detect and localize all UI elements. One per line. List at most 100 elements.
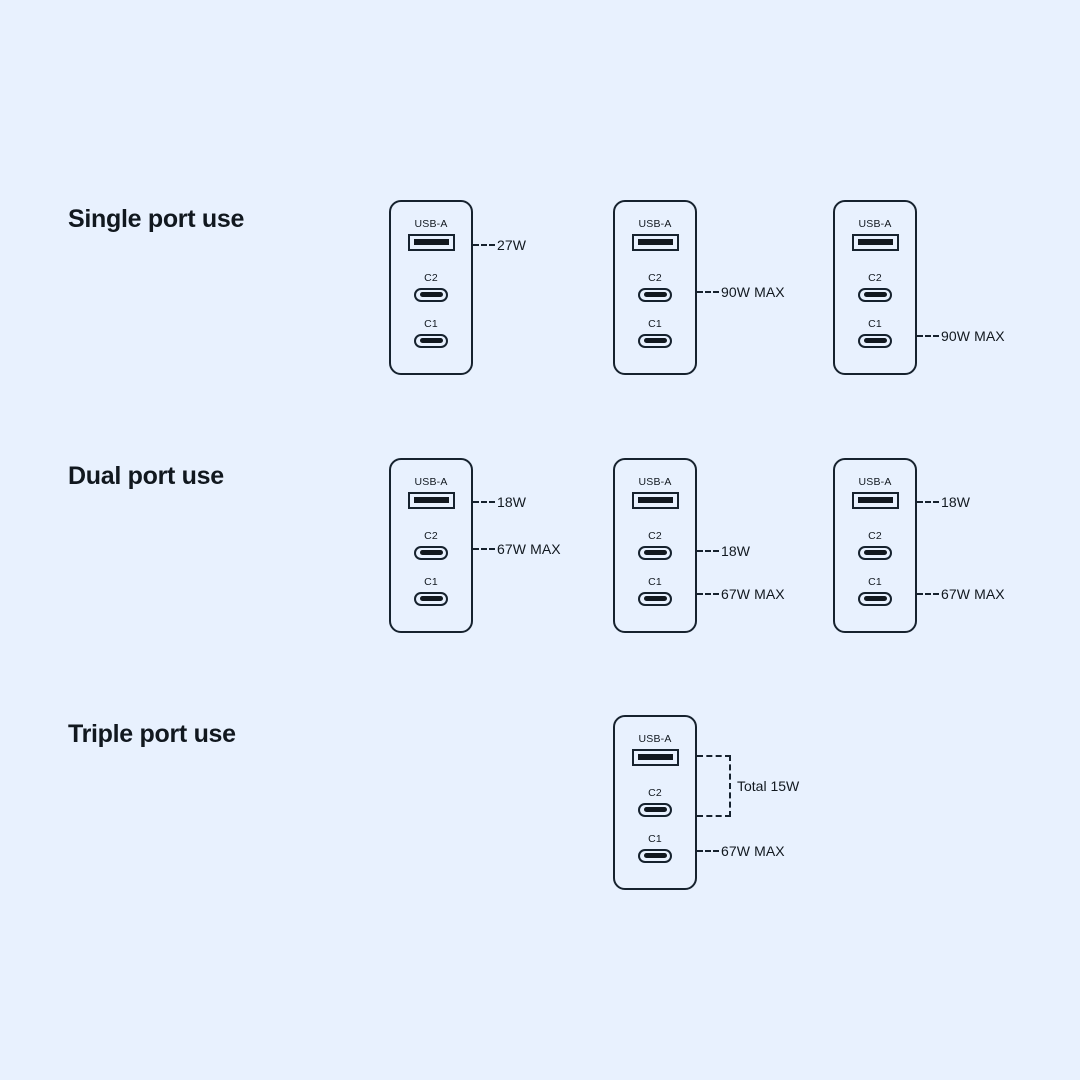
- port-usba: USB-A: [615, 219, 695, 251]
- port-c1-label: C1: [648, 318, 662, 330]
- port-usba: USB-A: [391, 477, 471, 509]
- section-title-single-port: Single port use: [68, 205, 245, 233]
- usb-c-port-icon: [638, 333, 672, 348]
- charger-triple: USB-A C2 C1: [613, 715, 697, 890]
- connector-single-c1: 90W MAX: [917, 328, 1005, 344]
- wattage-label: 18W: [497, 494, 527, 510]
- usb-c-port-icon: [414, 545, 448, 560]
- usb-c-port-icon: [638, 848, 672, 863]
- connector-dual2-c1: 67W MAX: [697, 586, 785, 602]
- port-c2-label: C2: [648, 787, 662, 799]
- port-c1: C1: [835, 319, 915, 348]
- connector-dual2-c2: 18W: [697, 543, 750, 559]
- dashed-line: [697, 593, 719, 595]
- wattage-label: 67W MAX: [497, 541, 561, 557]
- usb-c-port-icon: [414, 333, 448, 348]
- port-usba-label: USB-A: [858, 476, 892, 488]
- port-c2: C2: [615, 788, 695, 817]
- charger-single-c1: USB-A C2 C1: [833, 200, 917, 375]
- usb-a-port-icon: [851, 233, 899, 251]
- connector-triple-bracket: Total 15W: [697, 755, 799, 817]
- usb-c-port-icon: [638, 545, 672, 560]
- connector-single-usba: 27W: [473, 237, 526, 253]
- port-usba-label: USB-A: [638, 733, 672, 745]
- wattage-label: Total 15W: [737, 778, 800, 794]
- wattage-label: 90W MAX: [941, 328, 1005, 344]
- port-c1-label: C1: [648, 833, 662, 845]
- wattage-label: 67W MAX: [721, 843, 785, 859]
- charger-single-usba: USB-A C2 C1: [389, 200, 473, 375]
- usb-a-port-icon: [631, 233, 679, 251]
- port-c1-label: C1: [868, 318, 882, 330]
- port-c1: C1: [391, 577, 471, 606]
- wattage-label: 27W: [497, 237, 527, 253]
- port-usba: USB-A: [615, 477, 695, 509]
- port-c1: C1: [615, 834, 695, 863]
- port-usba-label: USB-A: [638, 218, 672, 230]
- port-c2-label: C2: [868, 530, 882, 542]
- dashed-bracket: [697, 755, 731, 817]
- charger-dual-c2-c1: USB-A C2 C1: [613, 458, 697, 633]
- dashed-line: [917, 335, 939, 337]
- port-c2: C2: [615, 531, 695, 560]
- port-c1-label: C1: [424, 576, 438, 588]
- usb-c-port-icon: [858, 591, 892, 606]
- usb-a-port-icon: [631, 491, 679, 509]
- port-c1-label: C1: [648, 576, 662, 588]
- port-c1: C1: [835, 577, 915, 606]
- port-c1: C1: [615, 319, 695, 348]
- port-usba: USB-A: [835, 477, 915, 509]
- usb-c-port-icon: [858, 545, 892, 560]
- port-usba-label: USB-A: [638, 476, 672, 488]
- port-c1: C1: [391, 319, 471, 348]
- usb-c-port-icon: [414, 287, 448, 302]
- dashed-line: [473, 501, 495, 503]
- dashed-line: [473, 548, 495, 550]
- dashed-line: [473, 244, 495, 246]
- connector-dual1-c2: 67W MAX: [473, 541, 561, 557]
- port-c1: C1: [615, 577, 695, 606]
- usb-c-port-icon: [858, 333, 892, 348]
- usb-a-port-icon: [631, 748, 679, 766]
- port-c2: C2: [835, 531, 915, 560]
- usb-a-port-icon: [851, 491, 899, 509]
- connector-triple-c1: 67W MAX: [697, 843, 785, 859]
- usb-c-port-icon: [638, 591, 672, 606]
- port-c2-label: C2: [868, 272, 882, 284]
- charger-dual-usba-c1: USB-A C2 C1: [833, 458, 917, 633]
- port-usba: USB-A: [615, 734, 695, 766]
- dashed-line: [917, 593, 939, 595]
- port-c2: C2: [391, 531, 471, 560]
- connector-dual3-c1: 67W MAX: [917, 586, 1005, 602]
- usb-c-port-icon: [414, 591, 448, 606]
- section-title-dual-port: Dual port use: [68, 462, 224, 490]
- port-usba-label: USB-A: [858, 218, 892, 230]
- port-usba: USB-A: [391, 219, 471, 251]
- dashed-line: [697, 291, 719, 293]
- connector-dual1-usba: 18W: [473, 494, 526, 510]
- port-c2-label: C2: [424, 272, 438, 284]
- connector-dual3-usba: 18W: [917, 494, 970, 510]
- wattage-label: 18W: [721, 543, 751, 559]
- port-c2: C2: [391, 273, 471, 302]
- port-usba-label: USB-A: [414, 218, 448, 230]
- connector-single-c2: 90W MAX: [697, 284, 785, 300]
- dashed-line: [917, 501, 939, 503]
- port-c2-label: C2: [648, 272, 662, 284]
- usb-a-port-icon: [407, 491, 455, 509]
- charger-dual-usba-c2: USB-A C2 C1: [389, 458, 473, 633]
- wattage-label: 67W MAX: [721, 586, 785, 602]
- usb-c-port-icon: [638, 802, 672, 817]
- dashed-line: [697, 850, 719, 852]
- section-title-triple-port: Triple port use: [68, 720, 236, 748]
- port-c2-label: C2: [424, 530, 438, 542]
- wattage-label: 67W MAX: [941, 586, 1005, 602]
- wattage-label: 18W: [941, 494, 971, 510]
- charger-single-c2: USB-A C2 C1: [613, 200, 697, 375]
- port-c2-label: C2: [648, 530, 662, 542]
- port-c1-label: C1: [424, 318, 438, 330]
- usb-a-port-icon: [407, 233, 455, 251]
- usb-c-port-icon: [858, 287, 892, 302]
- usb-c-port-icon: [638, 287, 672, 302]
